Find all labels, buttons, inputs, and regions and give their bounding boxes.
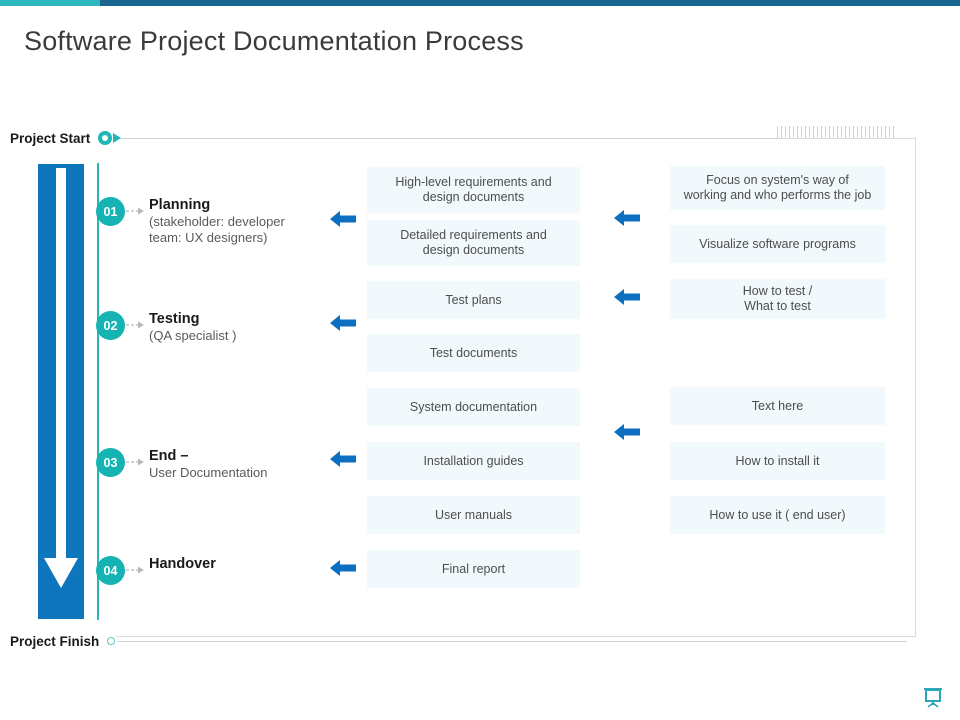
stage-text-block: Planning (stakeholder: developer team: U… bbox=[149, 196, 285, 246]
top-accent-bar-dark bbox=[0, 0, 960, 6]
play-triangle-icon bbox=[113, 133, 122, 143]
stage-item-handover[interactable]: 04 Handover bbox=[96, 555, 216, 585]
milestone-start-label: Project Start bbox=[10, 130, 91, 146]
stage-item-planning[interactable]: 01 Planning (stakeholder: developer team… bbox=[96, 196, 285, 246]
stage-subtitle: (QA specialist ) bbox=[149, 328, 237, 343]
deliverable-box[interactable]: Test plans bbox=[367, 281, 580, 319]
dashed-connector-icon bbox=[125, 204, 147, 218]
stage-title: End – bbox=[149, 448, 189, 464]
description-box[interactable]: Visualize software programs bbox=[670, 225, 885, 263]
stage-text-block: Testing (QA specialist ) bbox=[149, 310, 236, 344]
dashed-connector-icon bbox=[125, 318, 147, 332]
deliverable-box[interactable]: Installation guides bbox=[367, 442, 580, 480]
deliverable-box[interactable]: Test documents bbox=[367, 334, 580, 372]
left-arrow-icon bbox=[328, 208, 358, 230]
stage-number-badge: 04 bbox=[96, 556, 125, 585]
left-arrow-icon bbox=[612, 286, 642, 308]
milestone-finish-rule bbox=[117, 640, 908, 642]
stage-title: Testing bbox=[149, 311, 200, 327]
description-box[interactable]: How to use it ( end user) bbox=[670, 496, 885, 534]
timeline-spine bbox=[97, 163, 99, 620]
description-box[interactable]: Focus on system's way of working and who… bbox=[670, 166, 885, 210]
deliverable-box[interactable]: System documentation bbox=[367, 388, 580, 426]
down-arrow-icon bbox=[38, 164, 84, 619]
deliverable-box[interactable]: Final report bbox=[367, 550, 580, 588]
stage-title: Handover bbox=[149, 556, 216, 572]
stage-subtitle: User Documentation bbox=[149, 465, 268, 480]
left-arrow-icon bbox=[328, 448, 358, 470]
left-arrow-icon bbox=[612, 207, 642, 229]
presentation-board-icon bbox=[920, 684, 946, 710]
stage-text-block: Handover bbox=[149, 555, 216, 573]
stage-item-testing[interactable]: 02 Testing (QA specialist ) bbox=[96, 310, 236, 344]
milestone-project-start: Project Start bbox=[10, 128, 784, 148]
milestone-start-rule bbox=[123, 137, 784, 139]
stage-number-badge: 03 bbox=[96, 448, 125, 477]
deliverable-box[interactable]: Detailed requirements and design documen… bbox=[367, 220, 580, 266]
left-arrow-icon bbox=[328, 557, 358, 579]
dashed-connector-icon bbox=[125, 563, 147, 577]
stage-title: Planning bbox=[149, 197, 211, 213]
milestone-finish-label: Project Finish bbox=[10, 633, 100, 649]
deliverable-box[interactable]: High-level requirements and design docum… bbox=[367, 167, 580, 213]
page-title: Software Project Documentation Process bbox=[24, 26, 524, 56]
stage-subtitle: (stakeholder: developer team: UX designe… bbox=[149, 214, 285, 245]
stage-text-block: End – User Documentation bbox=[149, 447, 268, 481]
hatched-rule-segment bbox=[777, 126, 895, 138]
stage-item-end-user-documentation[interactable]: 03 End – User Documentation bbox=[96, 447, 268, 481]
left-arrow-icon bbox=[612, 421, 642, 443]
stage-number-badge: 01 bbox=[96, 197, 125, 226]
top-accent-bar-teal bbox=[0, 0, 100, 6]
milestone-project-finish: Project Finish bbox=[10, 631, 908, 651]
dashed-connector-icon bbox=[125, 455, 147, 469]
stage-number-badge: 02 bbox=[96, 311, 125, 340]
deliverable-box[interactable]: User manuals bbox=[367, 496, 580, 534]
circle-outline-icon bbox=[107, 637, 116, 645]
target-dot-icon bbox=[98, 131, 113, 145]
description-box[interactable]: How to test / What to test bbox=[670, 279, 885, 319]
description-box[interactable]: How to install it bbox=[670, 442, 885, 480]
left-arrow-icon bbox=[328, 312, 358, 334]
description-box[interactable]: Text here bbox=[670, 387, 885, 425]
